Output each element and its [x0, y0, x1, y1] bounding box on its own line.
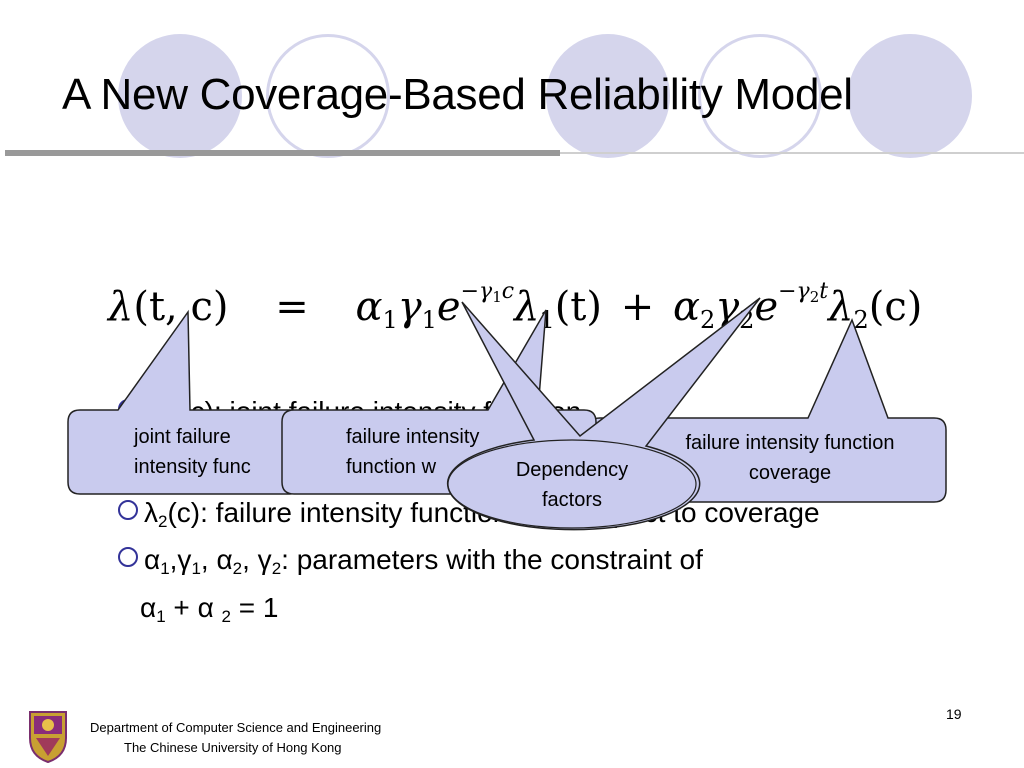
- formula-sub: 1: [421, 306, 437, 334]
- reliability-formula: λ(t, c) = α1γ1e−γ1cλ1(t) + α2γ2e−γ2tλ2(c…: [108, 262, 938, 334]
- formula-alpha1: α: [355, 284, 383, 330]
- callout-joint-line: joint failure: [134, 426, 231, 448]
- bullet-3-sub: 1: [160, 559, 170, 578]
- constraint-plus: + α: [165, 592, 222, 623]
- deco-circle: [848, 34, 972, 158]
- constraint-sub: 1: [156, 607, 166, 626]
- callout-joint-text: joint failure intensity func: [134, 422, 251, 482]
- formula-gamma1: γ: [397, 284, 422, 330]
- formula-exponent-1: −γ1c: [460, 279, 515, 306]
- bullet-circle-icon: [118, 500, 138, 520]
- formula-exp-e: e: [754, 284, 779, 330]
- bullet-3-sub: 1: [191, 559, 201, 578]
- bullet-3-alpha2: , α: [200, 544, 233, 575]
- bullet-3-sub: 2: [232, 559, 243, 578]
- slide-number: 19: [946, 706, 962, 722]
- callout-coverage-line: coverage: [748, 462, 832, 484]
- callout-joint-line: intensity func: [134, 456, 251, 478]
- footer-university: The Chinese University of Hong Kong: [124, 740, 342, 755]
- callout-time-text: failure intensity function w: [346, 422, 479, 482]
- formula-exponent-2: −γ2t: [778, 279, 829, 306]
- deco-ring: [266, 34, 390, 158]
- constraint-equals: = 1: [231, 592, 279, 623]
- bullet-3-text: : parameters with the constraint of: [281, 544, 703, 575]
- bullet-3-alpha1: α: [144, 544, 161, 575]
- deco-circle: [118, 34, 242, 158]
- footer-department: Department of Computer Science and Engin…: [90, 720, 382, 735]
- callout-dependency-line: Dependency: [515, 459, 629, 481]
- university-crest-icon: [29, 711, 67, 764]
- bullet-3-constraint: α1 + α 2 = 1: [140, 592, 279, 627]
- callout-dependency-text: Dependency factors: [472, 455, 672, 515]
- callout-dependency-line: factors: [541, 489, 603, 511]
- formula-sub: 2: [853, 306, 869, 334]
- formula-lambda2: λ: [828, 284, 854, 330]
- formula-arg-t: (t): [554, 284, 602, 330]
- bullet-3-sub: 2: [271, 559, 282, 578]
- bullet-circle-icon: [118, 547, 138, 567]
- formula-lambda: λ: [108, 284, 134, 330]
- formula-equals: =: [275, 284, 309, 330]
- formula-sub: 2: [699, 306, 716, 334]
- formula-lambda1: λ: [514, 284, 540, 330]
- bullet-3-gamma1: ,γ: [169, 544, 192, 575]
- deco-ring: [698, 34, 822, 158]
- deco-circle: [546, 34, 670, 158]
- slide-title: A New Coverage-Based Reliability Model: [62, 70, 853, 119]
- bullet-3: α1,γ1, α2, γ2: parameters with the const…: [118, 544, 703, 579]
- callout-dependency: [446, 297, 761, 531]
- bullet-3-gamma2: , γ: [242, 544, 272, 575]
- callout-coverage-line: failure intensity function: [685, 432, 895, 454]
- formula-sub: 1: [382, 306, 398, 334]
- title-underline: [5, 150, 560, 156]
- formula-plus: +: [620, 284, 655, 330]
- bullet-2-symbol: λ: [144, 497, 158, 528]
- formula-arg-c: (c): [868, 284, 923, 330]
- title-underline-thin: [560, 152, 1024, 154]
- callout-coverage-text: failure intensity function coverage: [640, 428, 940, 488]
- bullet-2-sub: 2: [158, 512, 168, 531]
- callout-time-line: failure intensity: [346, 426, 480, 448]
- constraint-sub: 2: [221, 607, 232, 626]
- formula-exp-e: e: [436, 284, 461, 330]
- formula-alpha2: α: [672, 284, 700, 330]
- constraint-alpha: α: [140, 592, 157, 623]
- callout-time-line: function w: [346, 456, 437, 478]
